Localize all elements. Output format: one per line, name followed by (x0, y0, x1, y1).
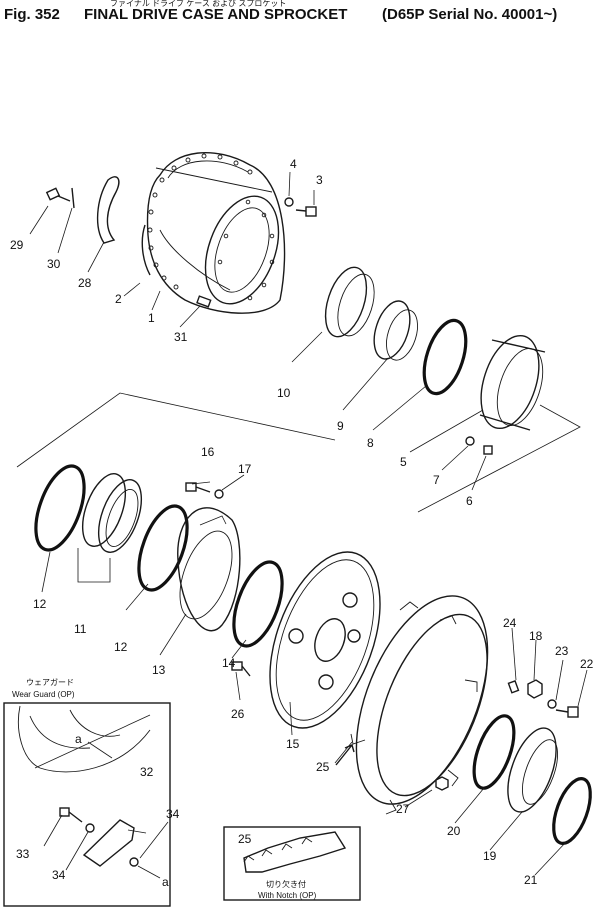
bolt-16 (185, 482, 211, 493)
gear-19 (507, 727, 559, 813)
callout-28: 28 (78, 276, 92, 290)
case-bolt-flange (147, 153, 253, 290)
o-ring-20 (472, 714, 516, 790)
wear-guard-plate-32 (82, 819, 135, 867)
ring-10 (324, 266, 375, 338)
callout-14: 14 (222, 656, 236, 670)
callout-11: 11 (74, 622, 87, 636)
ref-a-bottom: a (162, 875, 169, 889)
serial-note: (D65P Serial No. 40001~) (382, 6, 557, 23)
plug-31 (196, 295, 212, 308)
assembly-outline (16, 392, 581, 513)
bolt-16-guide (199, 515, 227, 526)
callout-13: 13 (152, 663, 166, 677)
bearing-9 (373, 300, 419, 361)
wear-guard-label: Wear Guard (OP) (12, 690, 75, 699)
o-ring-12-middle (137, 504, 189, 592)
callout-34-left: 34 (52, 868, 66, 882)
callout-21: 21 (524, 873, 538, 887)
callout-30: 30 (47, 257, 61, 271)
washer-17 (214, 489, 224, 499)
pin-24 (507, 680, 520, 694)
wear-guard-inset: ウェアガード Wear Guard (OP) a a (3, 677, 171, 907)
washer-23 (547, 699, 557, 709)
case-hub-bolts (217, 199, 275, 301)
callout-6: 6 (466, 494, 473, 508)
callout-3: 3 (316, 173, 323, 187)
callout-5: 5 (400, 455, 407, 469)
ref-a-top: a (75, 732, 82, 746)
callout-12-left: 12 (33, 597, 47, 611)
bolt-6 (483, 445, 493, 455)
callout-26: 26 (231, 707, 245, 721)
callout-34-right: 34 (166, 807, 180, 821)
callout-19: 19 (483, 849, 497, 863)
retainer-13 (177, 507, 241, 632)
callout-15: 15 (286, 737, 300, 751)
bolt-26 (231, 661, 251, 677)
callout-labels: 1 2 3 4 5 6 7 8 9 10 11 12 12 13 14 15 1… (10, 157, 594, 887)
callout-32: 32 (140, 765, 154, 779)
callout-17: 17 (238, 462, 252, 476)
bolt-3 (295, 206, 317, 217)
callout-12-middle: 12 (114, 640, 128, 654)
callout-25: 25 (316, 760, 330, 774)
callout-10: 10 (277, 386, 291, 400)
hub-5 (479, 334, 546, 431)
callout-18: 18 (529, 629, 543, 643)
callout-29: 29 (10, 238, 24, 252)
title-japanese-fragment: ファイナル ドライブ ケース および スプロケット (110, 0, 286, 8)
nut-27 (435, 776, 449, 791)
washer-4 (284, 197, 294, 207)
with-notch-label-jp: 切り欠き付 (266, 879, 306, 889)
notch-callout-25: 25 (238, 832, 252, 846)
seal-11-bracket (77, 548, 111, 583)
callout-7: 7 (433, 473, 440, 487)
callout-9: 9 (337, 419, 344, 433)
callout-22: 22 (580, 657, 594, 671)
o-ring-21 (552, 777, 592, 845)
callout-31: 31 (174, 330, 188, 344)
nut-18 (527, 679, 543, 699)
callout-23: 23 (555, 644, 569, 658)
washer-7 (465, 436, 475, 446)
callout-2: 2 (115, 292, 122, 306)
bolt-22 (555, 706, 579, 718)
callout-33: 33 (16, 847, 30, 861)
washer-30 (71, 187, 75, 209)
wear-guard-label-jp: ウェアガード (26, 677, 74, 687)
wear-guard-washer-34 (85, 823, 95, 833)
callout-20: 20 (447, 824, 461, 838)
with-notch-inset: 25 切り欠き付 With Notch (OP) (223, 826, 361, 901)
o-ring-12-left (34, 464, 86, 552)
wear-guard-nut-34 (129, 857, 139, 867)
callout-24: 24 (503, 616, 517, 630)
bolt-29 (45, 187, 71, 202)
cover-plate-28 (96, 176, 120, 244)
leader-lines (29, 171, 588, 876)
callout-8: 8 (367, 436, 374, 450)
figure-title: FINAL DRIVE CASE AND SPROCKET (84, 6, 347, 23)
figure-number: Fig. 352 (4, 6, 60, 23)
arrow-mark (335, 744, 355, 766)
sprocket-segment-25 (350, 595, 489, 815)
callout-4: 4 (290, 157, 297, 171)
sprocket-hub-15 (269, 551, 381, 729)
final-drive-case (141, 152, 286, 314)
wear-guard-bolt-33 (59, 807, 83, 823)
o-ring-14 (232, 560, 284, 648)
callout-16: 16 (201, 445, 215, 459)
floating-seal-11 (81, 473, 143, 553)
with-notch-label: With Notch (OP) (258, 891, 317, 900)
callout-1: 1 (148, 311, 155, 325)
callout-27: 27 (396, 802, 410, 816)
o-ring-8 (422, 318, 468, 396)
